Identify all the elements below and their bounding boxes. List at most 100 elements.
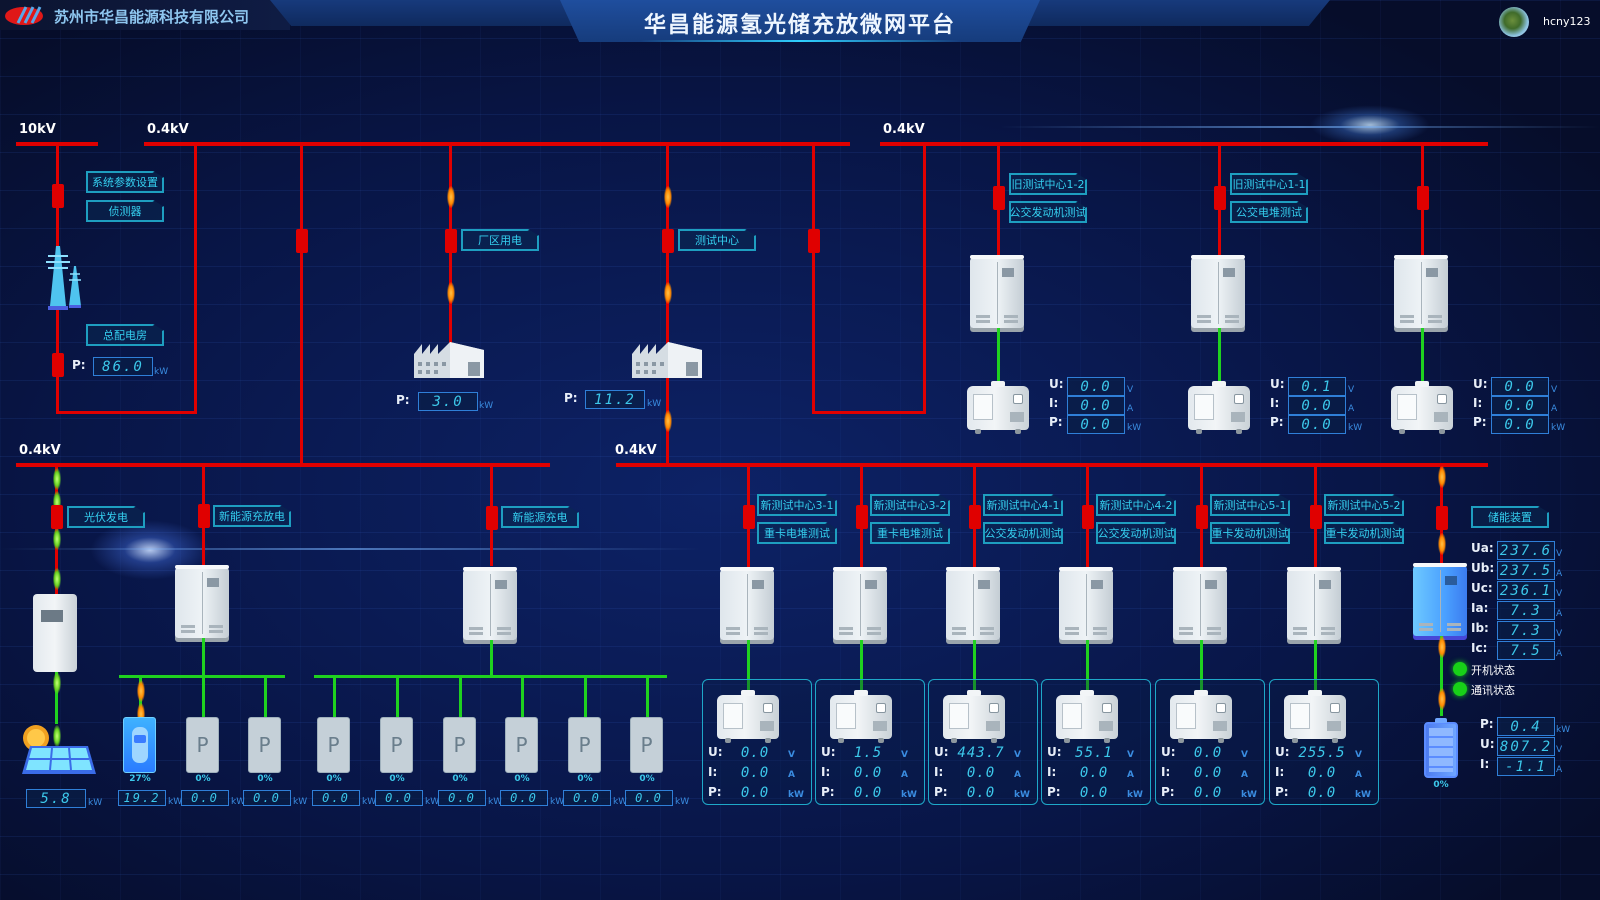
storage-tag[interactable]: 储能装置 <box>1471 506 1549 528</box>
breaker[interactable] <box>662 229 674 253</box>
flow-indicator <box>1438 636 1446 658</box>
breaker[interactable] <box>51 505 63 529</box>
pv-tag[interactable]: 光伏发电 <box>67 506 145 528</box>
generator-icon[interactable] <box>830 690 892 743</box>
breaker[interactable] <box>969 505 981 529</box>
generator-grill <box>1213 721 1227 731</box>
test-center-tag[interactable]: 新测试中心3-1 <box>757 494 837 516</box>
main-distribution-tag[interactable]: 总配电房 <box>86 324 164 346</box>
inverter-cabinet[interactable] <box>1191 255 1245 328</box>
breaker[interactable] <box>993 186 1005 210</box>
breaker[interactable] <box>1436 506 1448 530</box>
test-type-tag[interactable]: 公交发动机测试 <box>1009 201 1087 223</box>
breaker[interactable] <box>1082 505 1094 529</box>
reading-label: I: <box>1270 396 1280 410</box>
power-label: P: <box>72 358 86 372</box>
breaker[interactable] <box>296 229 308 253</box>
reading-unit: V <box>1348 385 1355 395</box>
breaker[interactable] <box>52 184 64 208</box>
generator-icon[interactable] <box>1284 690 1346 743</box>
breaker[interactable] <box>198 504 210 528</box>
inverter-cabinet[interactable] <box>1394 255 1448 328</box>
test-center-tag[interactable]: 旧测试中心1-1 <box>1230 173 1308 195</box>
generator-door <box>836 703 856 729</box>
cabinet-vent <box>1179 627 1193 630</box>
charging-pile[interactable]: P <box>317 717 350 773</box>
username[interactable]: hcny123 <box>1543 15 1591 28</box>
bus-label-04kv: 0.4kV <box>19 443 61 458</box>
inverter-cabinet[interactable] <box>970 255 1024 328</box>
system-settings-button[interactable]: 系统参数设置 <box>86 171 164 193</box>
breaker[interactable] <box>856 505 868 529</box>
charging-pile[interactable]: P <box>505 717 538 773</box>
test-center-tag[interactable]: 新测试中心4-2 <box>1096 494 1176 516</box>
ev-inverter-cabinet[interactable] <box>175 565 229 638</box>
storage-value-ic: 7.5 <box>1497 641 1555 660</box>
ev-charge-tag[interactable]: 新能源充电 <box>501 506 579 528</box>
inverter-cabinet[interactable] <box>1059 567 1113 640</box>
ev-charge-cabinet[interactable] <box>463 567 517 640</box>
charging-pile[interactable]: P <box>630 717 663 773</box>
generator-icon[interactable] <box>1056 690 1118 743</box>
charging-pile[interactable]: P <box>248 717 281 773</box>
pv-inverter[interactable] <box>33 594 77 672</box>
breaker[interactable] <box>1214 186 1226 210</box>
reading-unit: A <box>1355 770 1362 780</box>
load-power-value: 11.2 <box>585 390 645 409</box>
reading-value-p: 0.0 <box>740 785 770 801</box>
inverter-cabinet[interactable] <box>946 567 1000 640</box>
generator-icon[interactable] <box>967 381 1029 434</box>
charging-pile[interactable]: P <box>443 717 476 773</box>
test-type-tag[interactable]: 重卡发动机测试 <box>1324 522 1404 544</box>
factory-icon <box>632 342 702 378</box>
ev-car-charger[interactable] <box>123 717 156 773</box>
inverter-cabinet[interactable] <box>833 567 887 640</box>
breaker[interactable] <box>743 505 755 529</box>
reading-value-i: 0.0 <box>1491 396 1549 415</box>
charging-pile[interactable]: P <box>380 717 413 773</box>
breaker[interactable] <box>1310 505 1322 529</box>
user-avatar[interactable] <box>1499 7 1529 37</box>
inverter-cabinet[interactable] <box>1173 567 1227 640</box>
test-type-tag[interactable]: 公交电堆测试 <box>1230 201 1308 223</box>
charging-pile[interactable]: P <box>568 717 601 773</box>
inverter-cabinet[interactable] <box>1287 567 1341 640</box>
test-center-tag[interactable]: 新测试中心5-2 <box>1324 494 1404 516</box>
storage-reading-label: Ua: <box>1471 541 1494 555</box>
breaker[interactable] <box>808 229 820 253</box>
load-tag-factory[interactable]: 厂区用电 <box>461 229 539 251</box>
generator-icon[interactable] <box>1188 381 1250 434</box>
cabinet-screen <box>752 580 764 589</box>
detector-button[interactable]: 侦测器 <box>86 200 164 222</box>
inverter-cabinet[interactable] <box>720 567 774 640</box>
test-type-tag[interactable]: 重卡发动机测试 <box>1210 522 1290 544</box>
ev-discharge-tag[interactable]: 新能源充放电 <box>213 505 291 527</box>
flow-indicator <box>53 568 61 590</box>
feeder-line <box>56 411 197 414</box>
test-center-tag[interactable]: 新测试中心5-1 <box>1210 494 1290 516</box>
reading-label: P: <box>1047 785 1061 799</box>
breaker[interactable] <box>1417 186 1429 210</box>
test-type-tag[interactable]: 重卡电堆测试 <box>870 522 950 544</box>
generator-icon[interactable] <box>1170 690 1232 743</box>
breaker[interactable] <box>52 353 64 377</box>
test-center-tag[interactable]: 新测试中心3-2 <box>870 494 950 516</box>
generator-icon[interactable] <box>943 690 1005 743</box>
test-type-tag[interactable]: 重卡电堆测试 <box>757 522 837 544</box>
reading-value-i: 0.0 <box>1067 396 1125 415</box>
load-tag-test-center[interactable]: 测试中心 <box>678 229 756 251</box>
generator-icon[interactable] <box>717 690 779 743</box>
breaker[interactable] <box>445 229 457 253</box>
storage-value-ib: 7.3 <box>1497 621 1555 640</box>
generator-icon[interactable] <box>1391 381 1453 434</box>
test-type-tag[interactable]: 公交发动机测试 <box>983 522 1063 544</box>
breaker[interactable] <box>1196 505 1208 529</box>
storage-pcs-cabinet[interactable] <box>1413 563 1467 636</box>
main-power-value: 86.0 <box>93 357 153 376</box>
charging-pile[interactable]: P <box>186 717 219 773</box>
test-center-tag[interactable]: 新测试中心4-1 <box>983 494 1063 516</box>
breaker[interactable] <box>486 506 498 530</box>
test-center-tag[interactable]: 旧测试中心1-2 <box>1009 173 1087 195</box>
test-type-tag[interactable]: 公交发动机测试 <box>1096 522 1176 544</box>
cabinet-door <box>1200 574 1201 636</box>
